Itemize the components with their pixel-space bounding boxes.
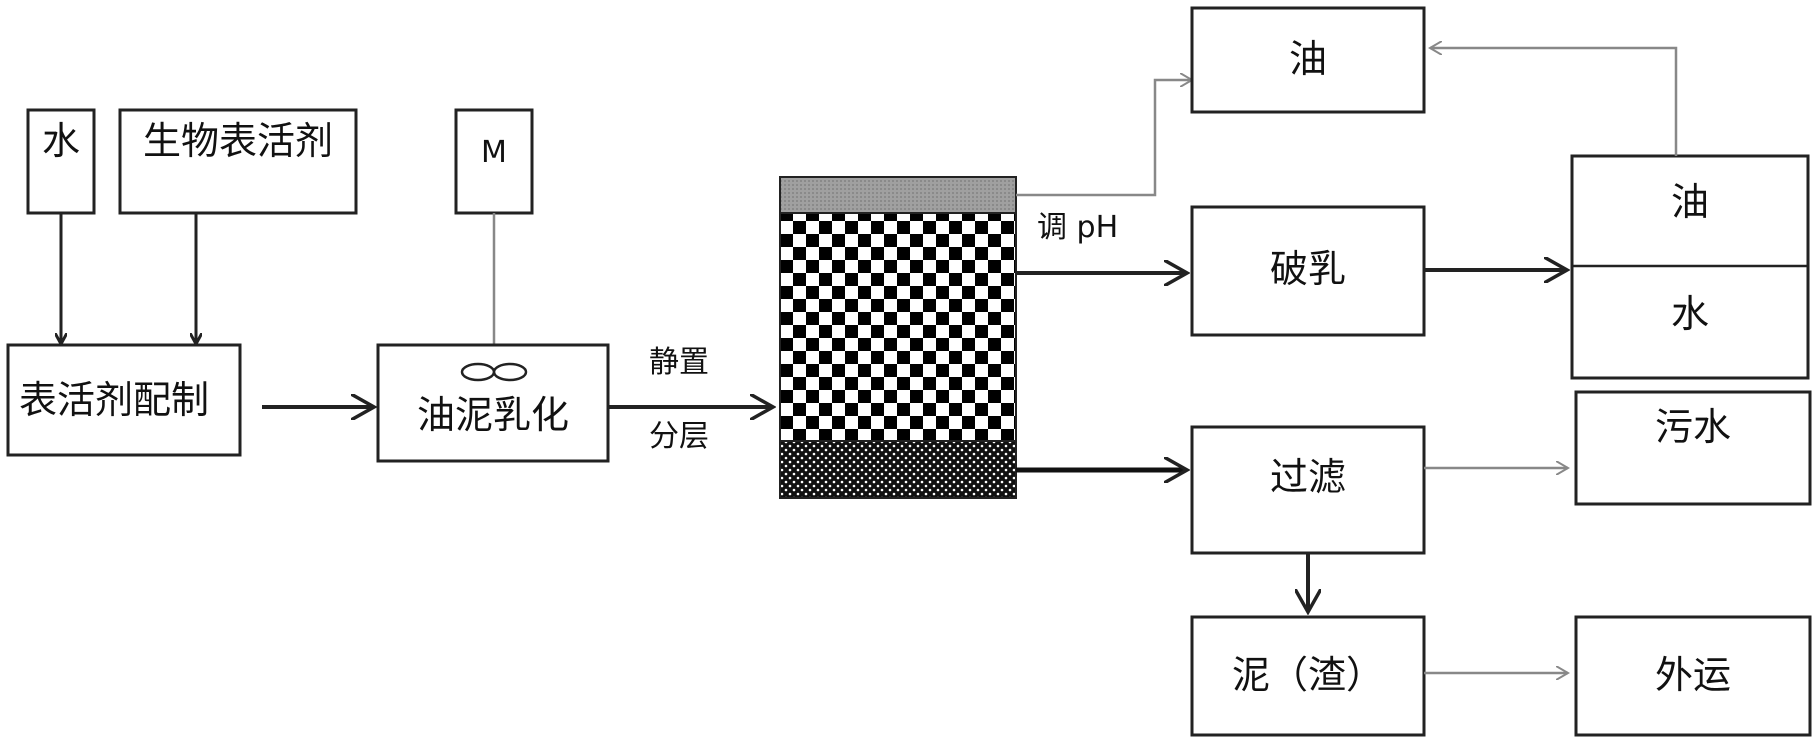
demulsify-label: 破乳: [1270, 247, 1346, 291]
bio-surfactant-label: 生物表活剂: [143, 119, 333, 163]
tank-bottom-sludge-layer: [779, 440, 1017, 499]
separator-oil-label: 油: [1671, 180, 1709, 224]
motor-node: M: [454, 108, 534, 215]
bio-surfactant-node: 生物表活剂: [118, 108, 358, 215]
filter-node: 过滤: [1190, 425, 1426, 555]
sewage-node: 污水: [1574, 390, 1812, 506]
tank-to-oil-line: [1016, 80, 1192, 197]
surfactant-prep-label: 表活剂配制: [19, 378, 209, 422]
tank-top-oil-layer: [779, 176, 1017, 214]
sewage-label: 污水: [1655, 405, 1731, 449]
mud-node: 泥（渣）: [1190, 615, 1426, 737]
demulsify-node: 破乳: [1190, 205, 1426, 337]
surfactant-prep-node: 表活剂配制: [6, 343, 242, 457]
transport-node: 外运: [1574, 615, 1812, 737]
sludge-emulsify-label: 油泥乳化: [417, 393, 569, 437]
oil-top-node: 油: [1190, 6, 1426, 114]
sludge-emulsify-node: 油泥乳化: [376, 343, 610, 463]
adjust-ph-label: 调 pH: [1037, 210, 1118, 245]
motor-label: M: [481, 135, 507, 170]
oil-water-separator: 油 水: [1570, 154, 1810, 380]
settle-label-2: 分层: [649, 419, 709, 454]
water-label: 水: [42, 119, 80, 163]
transport-label: 外运: [1655, 653, 1731, 697]
mud-label: 泥（渣）: [1232, 653, 1384, 697]
separator-to-oil-return-line: [1430, 48, 1678, 156]
tank-middle-emulsion-layer: [779, 212, 1017, 442]
water-node: 水: [26, 108, 96, 215]
settling-tank: [779, 176, 1017, 499]
separator-water-label: 水: [1671, 292, 1709, 336]
filter-label: 过滤: [1270, 455, 1346, 499]
oil-top-label: 油: [1289, 37, 1327, 81]
settle-label-1: 静置: [649, 345, 709, 380]
stirrer-propeller-icon: [460, 362, 528, 382]
